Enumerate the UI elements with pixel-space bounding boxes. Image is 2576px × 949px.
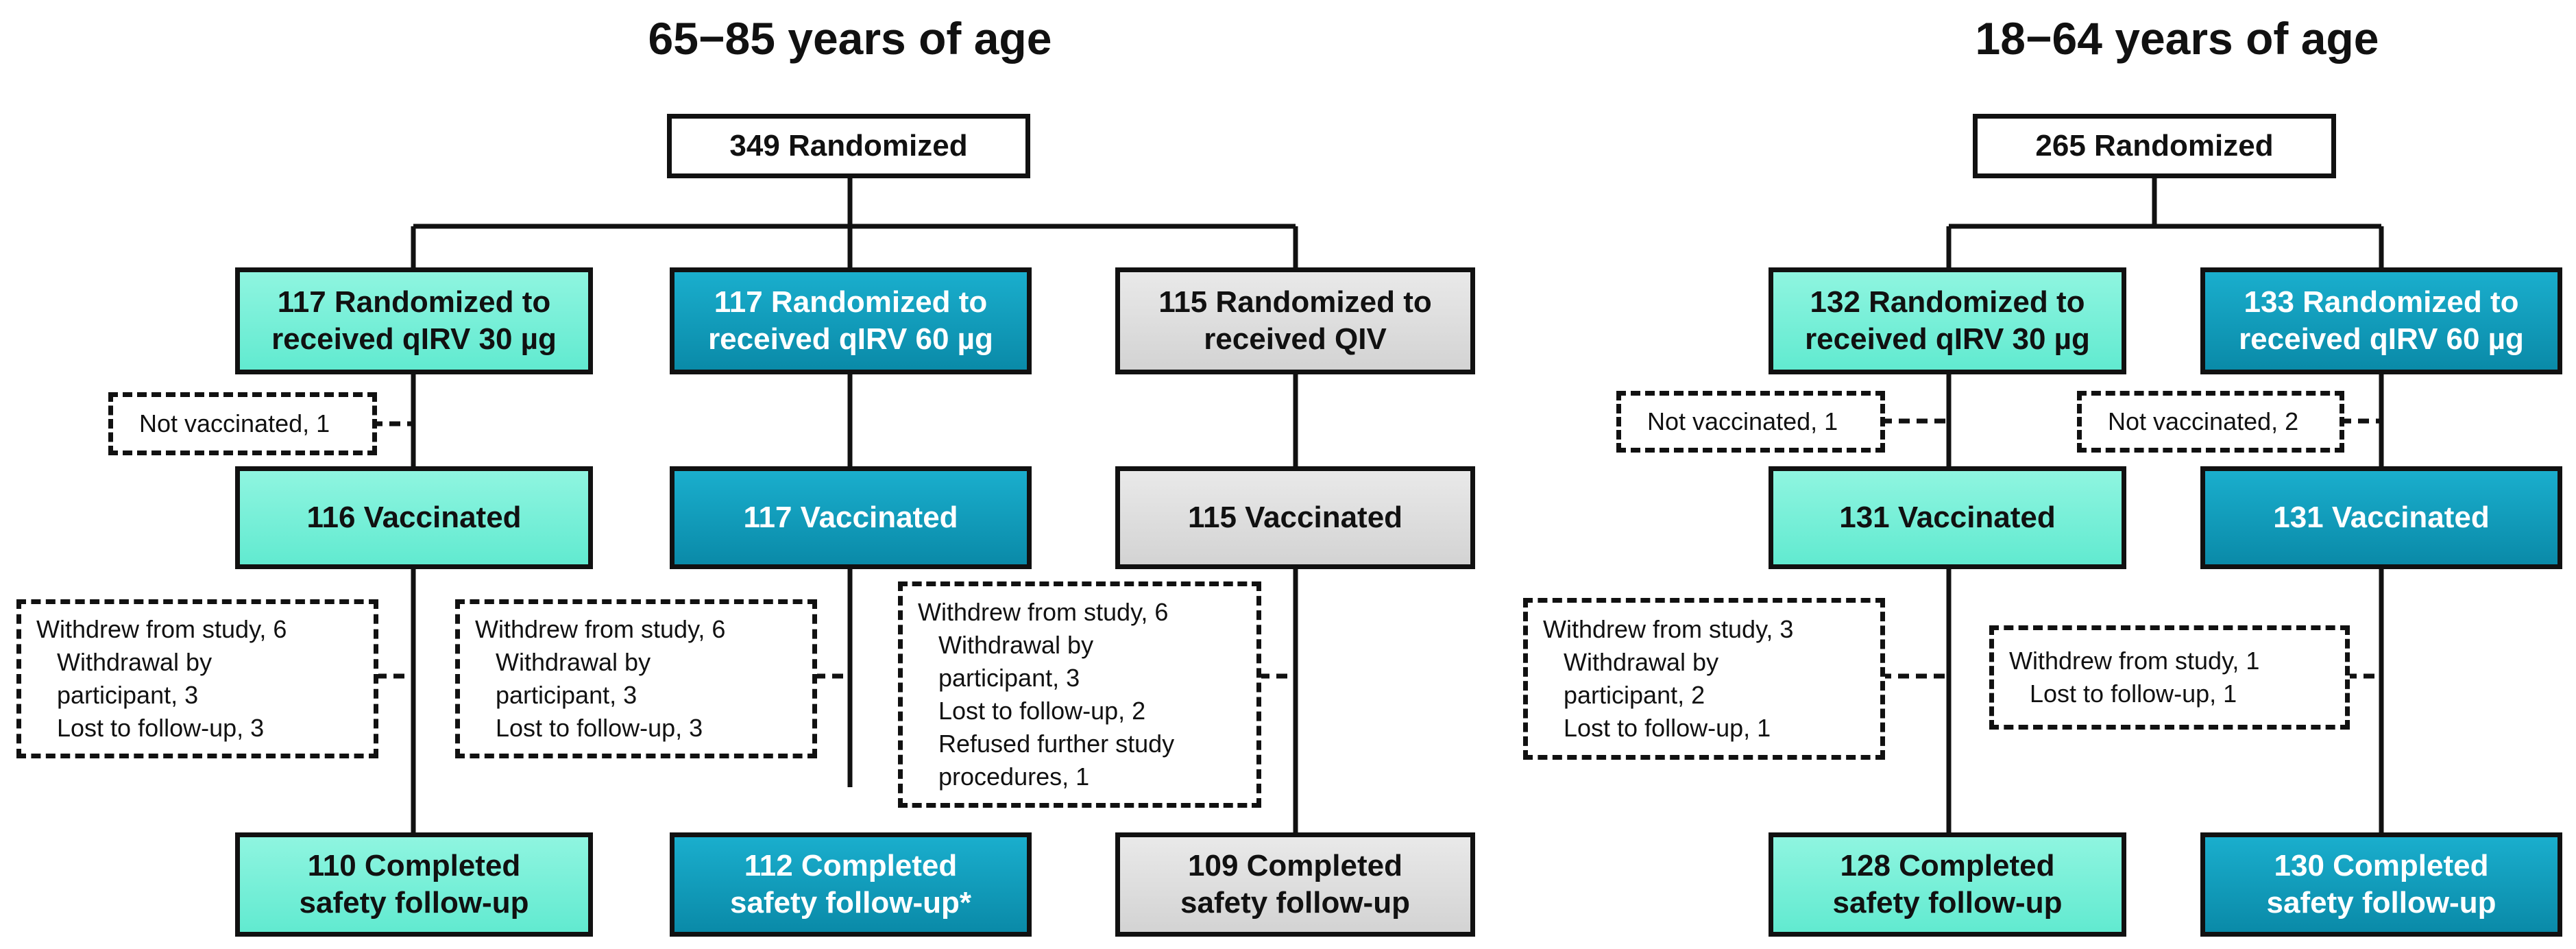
left-randomized-box: 349 Randomized [667,114,1030,178]
left-arm2-completed-box: 112 Completed safety follow-up* [670,832,1032,937]
right-arm2-randomized-box: 133 Randomized to received qIRV 60 µg [2200,267,2562,374]
left-arm2-vaccinated-box: 117 Vaccinated [670,466,1032,569]
left-arm1-withdrew-note: Withdrew from study, 6 Withdrawal by par… [16,599,378,758]
right-randomized-box: 265 Randomized [1973,114,2336,178]
right-arm1-not-vaccinated-note: Not vaccinated, 1 [1616,391,1885,453]
left-arm1-not-vaccinated-note: Not vaccinated, 1 [108,392,377,455]
left-randomized-label: 349 Randomized [729,129,968,163]
left-arm3-withdrew-note: Withdrew from study, 6 Withdrawal by par… [898,581,1261,808]
right-panel-title: 18−64 years of age [1975,13,2379,64]
right-arm2-withdrew-note: Withdrew from study, 1 Lost to follow-up… [1989,625,2350,730]
left-arm1-vaccinated-box: 116 Vaccinated [235,466,593,569]
right-arm2-vaccinated-box: 131 Vaccinated [2200,466,2562,569]
left-arm2-randomized-box: 117 Randomized to received qIRV 60 µg [670,267,1032,374]
right-arm1-randomized-box: 132 Randomized to received qIRV 30 µg [1769,267,2126,374]
left-arm3-vaccinated-box: 115 Vaccinated [1115,466,1475,569]
right-randomized-label: 265 Randomized [2035,129,2274,163]
right-arm1-vaccinated-box: 131 Vaccinated [1769,466,2126,569]
left-arm1-completed-box: 110 Completed safety follow-up [235,832,593,937]
right-arm2-not-vaccinated-note: Not vaccinated, 2 [2077,391,2344,453]
left-arm3-randomized-box: 115 Randomized to received QIV [1115,267,1475,374]
left-panel-title: 65−85 years of age [648,13,1052,64]
left-arm2-withdrew-note: Withdrew from study, 6 Withdrawal by par… [455,599,817,758]
left-arm1-randomized-box: 117 Randomized to received qIRV 30 µg [235,267,593,374]
right-arm1-withdrew-note: Withdrew from study, 3 Withdrawal by par… [1523,598,1885,760]
left-arm3-completed-box: 109 Completed safety follow-up [1115,832,1475,937]
right-arm1-completed-box: 128 Completed safety follow-up [1769,832,2126,937]
right-arm2-completed-box: 130 Completed safety follow-up [2200,832,2562,937]
